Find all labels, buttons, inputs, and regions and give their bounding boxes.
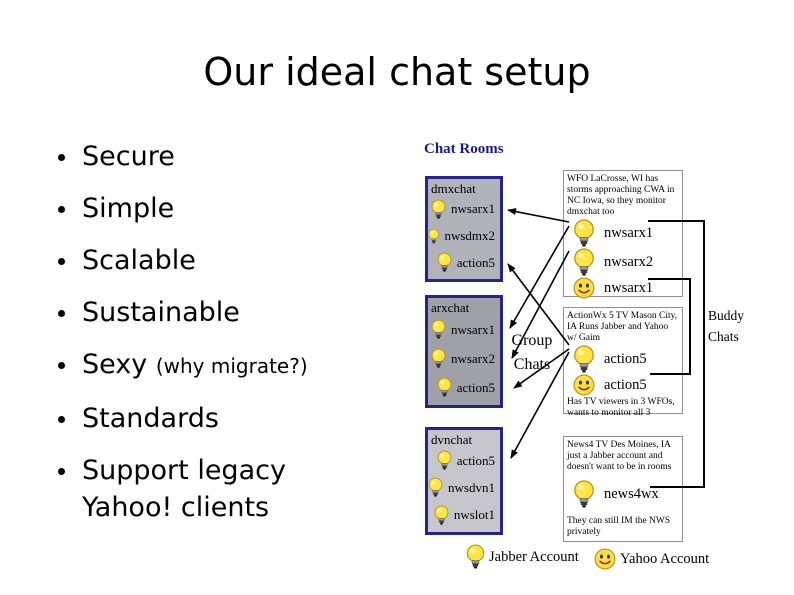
legend-jabber-account: Jabber Account bbox=[466, 544, 579, 570]
jabber-lightbulb-icon bbox=[437, 450, 452, 471]
room-member: nwslot1 bbox=[428, 502, 500, 529]
bullet-secure: Secure bbox=[52, 138, 337, 175]
room-member: action5 bbox=[428, 249, 500, 276]
bullet-sexy-note: (why migrate?) bbox=[155, 354, 308, 378]
jabber-lightbulb-icon bbox=[466, 544, 485, 570]
group-description: ActionWx 5 TV Mason City, IA Runs Jabber… bbox=[567, 311, 678, 343]
jabber-lightbulb-icon bbox=[573, 248, 595, 277]
room-member: nwsarx1 bbox=[428, 315, 500, 344]
chat-room-arxchat: arxchat nwsarx1 nwsarx2 action5 bbox=[425, 295, 503, 408]
jabber-lightbulb-icon bbox=[431, 199, 446, 220]
jabber-lightbulb-icon bbox=[434, 505, 449, 526]
yahoo-smiley-icon bbox=[573, 374, 595, 396]
yahoo-smiley-icon bbox=[573, 277, 595, 299]
bullet-sustainable: Sustainable bbox=[52, 294, 337, 331]
group-member: action5 bbox=[567, 345, 679, 374]
room-member: action5 bbox=[428, 373, 500, 402]
group-member: news4wx bbox=[567, 474, 679, 515]
room-name: dvnchat bbox=[431, 432, 473, 447]
room-member: nwsdvn1 bbox=[428, 474, 500, 501]
jabber-lightbulb-icon bbox=[428, 226, 439, 247]
group-member: nwsarx2 bbox=[567, 248, 679, 277]
room-name: arxchat bbox=[431, 300, 470, 315]
group-chat-news4: News4 TV Des Moines, IA just a Jabber ac… bbox=[563, 436, 683, 542]
jabber-lightbulb-icon bbox=[431, 348, 446, 369]
jabber-lightbulb-icon bbox=[437, 252, 452, 273]
group-member: nwsarx1 bbox=[567, 219, 679, 248]
group-member: nwsarx1 bbox=[567, 277, 679, 299]
bullet-standards: Standards bbox=[52, 400, 337, 437]
yahoo-smiley-icon bbox=[594, 548, 616, 570]
arrow-wfo-nwsarx1-to-arxchat bbox=[509, 225, 570, 329]
room-member: nwsarx2 bbox=[428, 344, 500, 373]
room-member: nwsarx1 bbox=[428, 196, 500, 223]
bullet-support-legacy: Support legacy Yahoo! clients bbox=[52, 452, 337, 526]
jabber-lightbulb-icon bbox=[437, 377, 452, 398]
bullet-simple: Simple bbox=[52, 190, 337, 227]
slide-title: Our ideal chat setup bbox=[203, 50, 591, 94]
group-description: News4 TV Des Moines, IA just a Jabber ac… bbox=[567, 440, 672, 472]
jabber-lightbulb-icon bbox=[428, 477, 443, 498]
chat-room-dmxchat: dmxchat nwsarx1 nwsdmx2 action5 bbox=[425, 176, 503, 282]
chat-room-dvnchat: dvnchat action5 nwsdvn1 nwslot1 bbox=[425, 427, 503, 535]
jabber-lightbulb-icon bbox=[573, 219, 595, 248]
room-member: action5 bbox=[428, 447, 500, 474]
bullet-scalable: Scalable bbox=[52, 242, 337, 279]
arrow-wfo-nwsarx1-to-dmxchat bbox=[507, 208, 570, 223]
group-chat-actionwx: ActionWx 5 TV Mason City, IA Runs Jabber… bbox=[563, 307, 683, 418]
group-member: action5 bbox=[567, 374, 679, 396]
jabber-lightbulb-icon bbox=[431, 319, 446, 340]
jabber-lightbulb-icon bbox=[573, 345, 595, 374]
group-footnote: They can still IM the NWS privately bbox=[567, 516, 671, 537]
buddy-chats-label: Buddy Chats bbox=[708, 308, 745, 344]
bullet-sexy: Sexy (why migrate?) bbox=[52, 346, 337, 385]
group-description: WFO LaCrosse, WI has storms approaching … bbox=[567, 174, 675, 217]
chat-rooms-label: Chat Rooms bbox=[424, 141, 504, 157]
room-member: nwsdmx2 bbox=[428, 223, 500, 250]
jabber-lightbulb-icon bbox=[573, 480, 595, 509]
legend-yahoo-account: Yahoo Account bbox=[594, 548, 709, 570]
room-name: dmxchat bbox=[431, 181, 476, 196]
group-chat-wfo-lacrosse: WFO LaCrosse, WI has storms approaching … bbox=[563, 170, 683, 299]
group-chats-label: Group Chats bbox=[511, 332, 553, 373]
group-footnote: Has TV viewers in 3 WFOs, wants to monit… bbox=[567, 397, 675, 418]
bullet-list: Secure Simple Scalable Sustainable Sexy … bbox=[52, 138, 352, 541]
